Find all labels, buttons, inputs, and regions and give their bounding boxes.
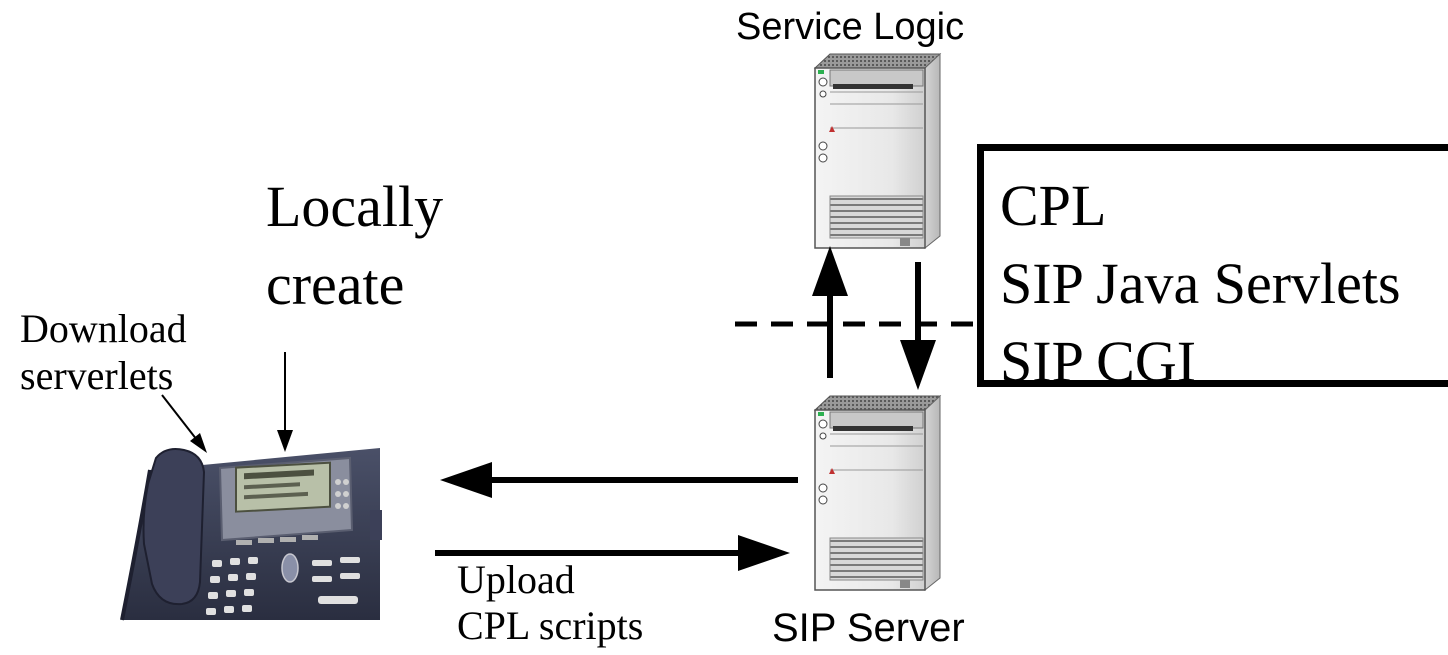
service-technologies-box: CPL SIP Java Servlets SIP CGI	[977, 144, 1448, 394]
arrow-phone-to-server	[435, 535, 790, 571]
arrow-down-to-sip-server	[900, 262, 936, 390]
service-tech-cpl: CPL	[1000, 173, 1107, 238]
service-tech-sip-cgi: SIP CGI	[1000, 329, 1197, 394]
locally-create-label-line1: Locally	[266, 174, 444, 239]
service-technologies-list: CPL SIP Java Servlets SIP CGI	[1000, 167, 1401, 401]
arrow-server-to-phone	[440, 462, 798, 498]
arrow-up-to-service-logic	[812, 246, 848, 378]
download-serverlets-label-line1: Download	[20, 306, 187, 351]
service-logic-server-icon	[813, 52, 942, 250]
service-tech-sip-java-servlets: SIP Java Servlets	[1000, 251, 1401, 316]
upload-cpl-scripts-label-line2: CPL scripts	[457, 603, 644, 648]
service-logic-label: Service Logic	[736, 6, 965, 48]
sip-server-icon	[813, 394, 942, 592]
locally-create-label-line2: create	[266, 252, 405, 317]
upload-cpl-scripts-label-line1: Upload	[457, 557, 575, 602]
sip-server-label: SIP Server	[772, 606, 965, 650]
download-serverlets-label-line2: serverlets	[20, 353, 174, 398]
locally-create-pointer-arrow	[277, 352, 293, 452]
ip-phone-icon	[120, 448, 382, 621]
download-pointer-arrow	[161, 394, 207, 453]
